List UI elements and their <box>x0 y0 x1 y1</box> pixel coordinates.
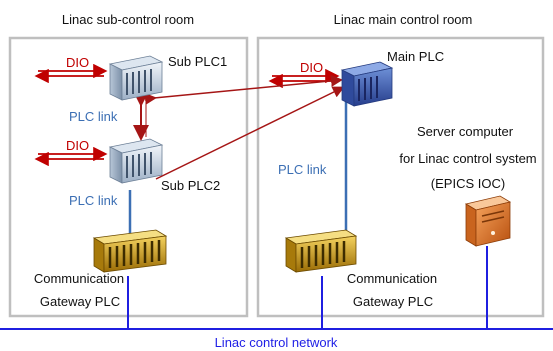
main-plc-device <box>340 61 394 107</box>
gateway-sub-label-line2: Gateway PLC <box>40 294 120 309</box>
dio-label-sub2: DIO <box>66 138 89 153</box>
dio-arrow-sub1 <box>34 63 108 84</box>
network-label: Linac control network <box>215 335 338 350</box>
main-control-room-box <box>256 36 545 318</box>
server-computer-icon <box>464 195 512 247</box>
sub-plc2-label: Sub PLC2 <box>161 178 220 193</box>
main-room-title: Linac main control room <box>334 12 473 27</box>
gateway-plc-main-device <box>284 229 358 273</box>
link-main-sub2 <box>155 86 345 180</box>
sub-plc1-device <box>108 55 164 101</box>
plc-link-label-main: PLC link <box>278 162 327 177</box>
server-label-line2: for Linac control system <box>399 151 536 166</box>
dio-arrow-main <box>268 68 340 89</box>
gateway-main-label-line1: Communication <box>347 271 437 286</box>
plc-link-label-sub1: PLC link <box>69 109 118 124</box>
server-label-line3: (EPICS IOC) <box>431 176 505 191</box>
link-main-sub1 <box>144 74 343 105</box>
plc-link-label-sub2: PLC link <box>69 193 118 208</box>
dio-label-sub1: DIO <box>66 55 89 70</box>
server-label-line1: Server computer <box>417 124 514 139</box>
main-plc-label: Main PLC <box>387 49 444 64</box>
dio-arrow-sub2 <box>34 146 108 167</box>
dio-label-main: DIO <box>300 60 323 75</box>
gateway-plc-sub-device <box>92 229 168 273</box>
sub-room-title: Linac sub-control room <box>62 12 194 27</box>
gateway-main-label-line2: Gateway PLC <box>353 294 433 309</box>
gateway-sub-label-line1: Communication <box>34 271 124 286</box>
sub-plc2-device <box>108 138 164 184</box>
sub-plc1-label: Sub PLC1 <box>168 54 227 69</box>
